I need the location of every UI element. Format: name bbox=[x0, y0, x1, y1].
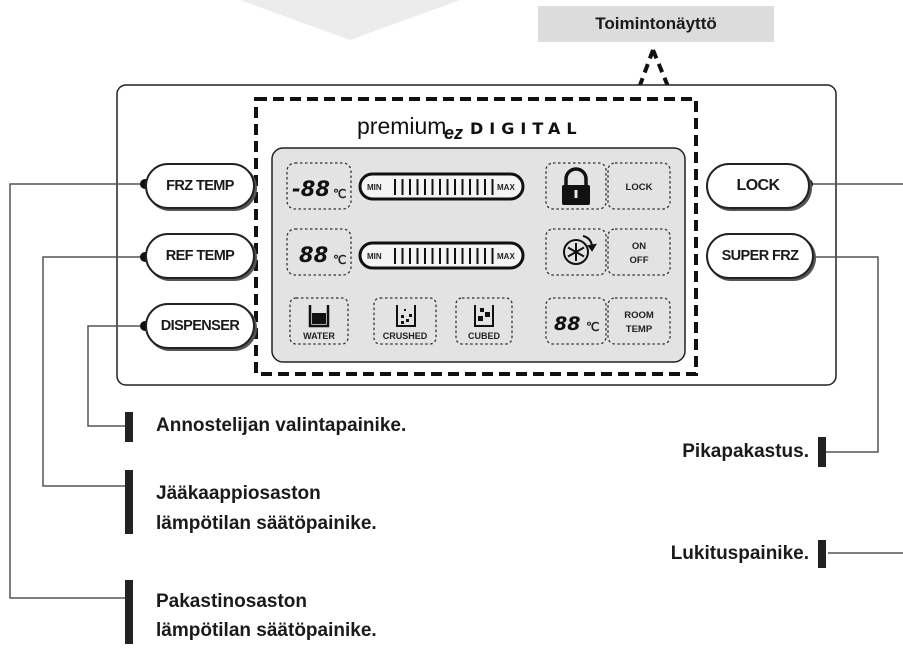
lock-icon bbox=[562, 167, 590, 205]
lock-button[interactable]: LOCK bbox=[706, 163, 810, 209]
dispenser-button[interactable]: DISPENSER bbox=[145, 303, 255, 349]
ref-temp-button[interactable]: REF TEMP bbox=[145, 233, 255, 279]
ref-max-label: MAX bbox=[497, 252, 515, 261]
frz-level-bar bbox=[358, 172, 525, 201]
frz-temp-button[interactable]: FRZ TEMP bbox=[145, 163, 255, 209]
crushed-ice-icon bbox=[396, 305, 416, 327]
ref-min-label: MIN bbox=[367, 252, 382, 261]
cubed-ice-icon bbox=[474, 305, 494, 327]
callout-frz-temp-line1: Pakastinosaston bbox=[156, 591, 307, 612]
water-glass-icon bbox=[308, 305, 330, 328]
lcd-frames bbox=[286, 162, 671, 345]
lcd-water-label: WATER bbox=[303, 331, 335, 341]
brand-digital: DIGITAL bbox=[470, 119, 583, 138]
lcd-lock-label: LOCK bbox=[626, 182, 653, 193]
lcd-on-label: ON bbox=[632, 241, 646, 252]
callout-frz-temp-line2: lämpötilan säätöpainike. bbox=[156, 620, 377, 641]
room-unit: ℃ bbox=[586, 320, 599, 334]
snowflake-icon bbox=[563, 235, 597, 265]
function-display-title: Toimintonäyttö bbox=[538, 6, 774, 42]
lcd-crushed-label: CRUSHED bbox=[383, 331, 428, 341]
frz-unit: ℃ bbox=[333, 187, 346, 201]
display-highlight bbox=[254, 97, 698, 376]
super-frz-button[interactable]: SUPER FRZ bbox=[706, 233, 814, 279]
frz-min-label: MIN bbox=[367, 183, 382, 192]
room-temp-digits: 88 bbox=[554, 313, 580, 335]
frz-max-label: MAX bbox=[497, 183, 515, 192]
callout-ref-temp-line2: lämpötilan säätöpainike. bbox=[156, 513, 377, 534]
leader-lines bbox=[9, 183, 903, 599]
callout-markers bbox=[125, 412, 826, 644]
background-arrow bbox=[240, 0, 460, 40]
callout-super-frz: Pikapakastus. bbox=[682, 441, 809, 462]
lcd-cubed-label: CUBED bbox=[468, 331, 501, 341]
ref-level-bar bbox=[358, 241, 525, 270]
lcd-temp-label: TEMP bbox=[626, 324, 653, 335]
frz-temp-digits: -88 bbox=[292, 177, 330, 201]
brand-premium: premium bbox=[357, 113, 446, 139]
lcd-off-label: OFF bbox=[630, 255, 649, 266]
lcd-room-label: ROOM bbox=[624, 310, 654, 321]
ref-unit: ℃ bbox=[333, 253, 346, 267]
ref-temp-digits: 88 bbox=[299, 243, 328, 267]
callout-dispenser-select: Annostelijan valintapainike. bbox=[156, 415, 407, 436]
brand-ez: ez bbox=[444, 123, 463, 143]
callout-lock: Lukituspainike. bbox=[670, 543, 809, 564]
callout-ref-temp-line1: Jääkaappiosaston bbox=[156, 483, 321, 504]
title-pointer bbox=[634, 49, 674, 97]
